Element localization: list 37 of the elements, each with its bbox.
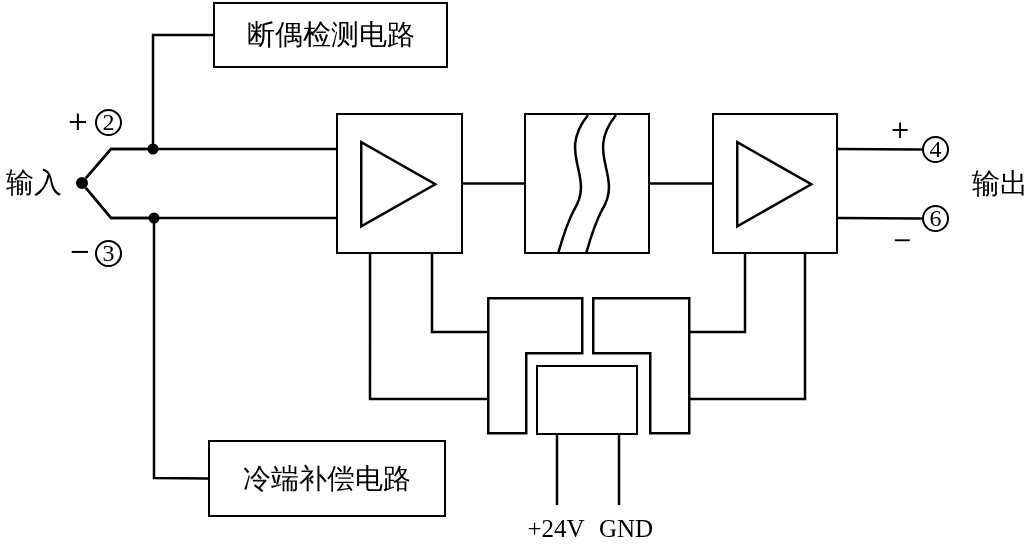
text-label: GND <box>598 515 654 541</box>
connection-line <box>690 254 747 334</box>
connection-line <box>555 435 559 505</box>
triangle-symbol <box>735 140 813 228</box>
connection-line <box>690 254 807 401</box>
text-label: + <box>889 118 911 142</box>
terminal-circle: 3 <box>95 240 122 267</box>
amplifier-box <box>712 113 838 254</box>
box-label: 冷端补偿电路 <box>243 464 411 493</box>
connection-line <box>838 147 922 151</box>
circuit-box <box>213 2 448 68</box>
text-label: +24V <box>527 515 585 541</box>
text-label: + <box>67 108 89 134</box>
circuit-box <box>208 440 446 517</box>
terminal-circle: 6 <box>922 205 949 232</box>
box-label: 断偶检测电路 <box>246 21 415 49</box>
connection-line <box>838 216 922 220</box>
connection-line <box>430 254 487 334</box>
connection-line <box>85 33 213 179</box>
terminal-circle: 4 <box>922 136 949 163</box>
triangle-symbol <box>359 140 437 228</box>
text-label: 输出 <box>972 170 1028 198</box>
text-label: − <box>891 228 913 252</box>
junction-dot <box>76 177 88 189</box>
amplifier-box <box>336 113 463 254</box>
connection-line <box>617 435 621 505</box>
power-block <box>487 297 582 435</box>
text-label: − <box>69 238 91 264</box>
connection-line <box>85 187 208 480</box>
power-block <box>592 297 690 435</box>
input-label: 输入 <box>6 169 62 197</box>
connection-line <box>650 182 712 185</box>
connection-line <box>463 182 524 185</box>
isolator-box <box>524 113 650 254</box>
connection-line <box>368 254 487 401</box>
terminal-circle: 2 <box>95 109 122 136</box>
power-box <box>536 365 638 435</box>
